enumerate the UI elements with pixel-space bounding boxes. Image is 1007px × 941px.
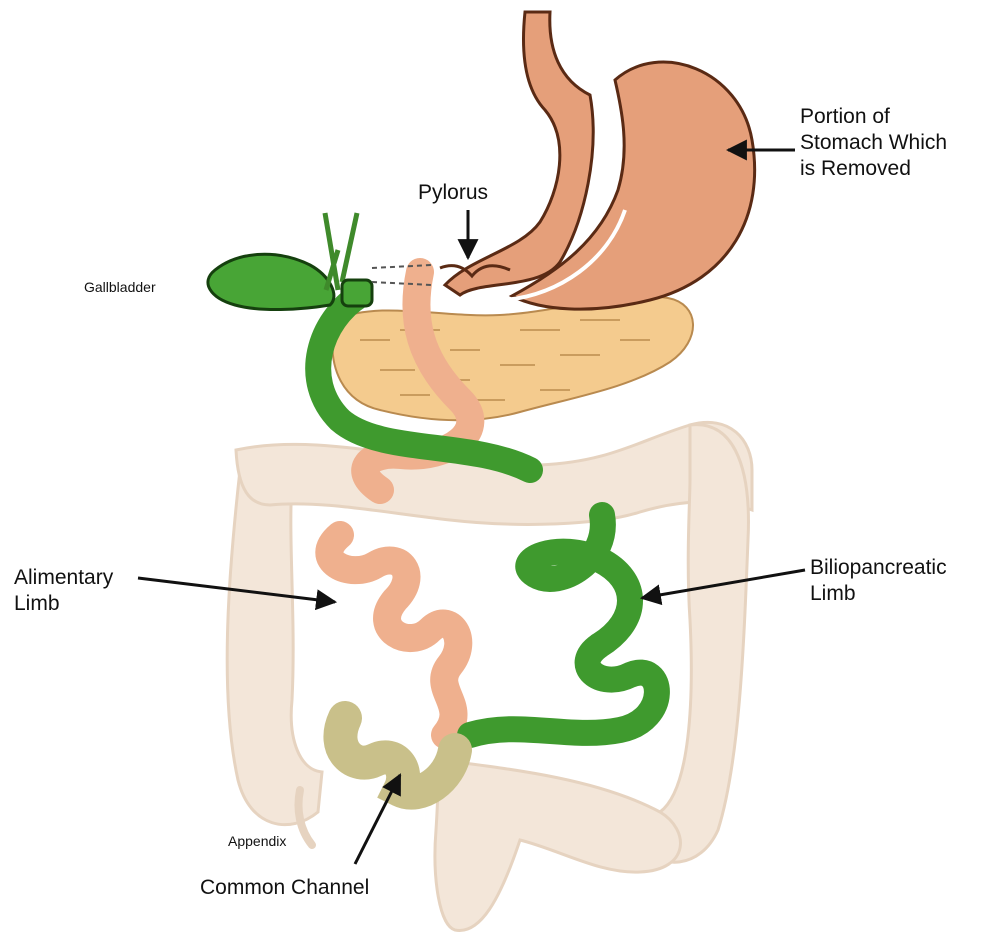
label-pylorus: Pylorus <box>418 180 488 206</box>
gallbladder <box>208 213 432 310</box>
label-biliopancreatic-limb: Biliopancreatic Limb <box>810 555 947 607</box>
label-stomach-removed: Portion of Stomach Which is Removed <box>800 104 947 181</box>
label-alimentary-limb-line-1: Alimentary <box>14 565 113 591</box>
label-stomach-removed-line-2: Stomach Which <box>800 130 947 156</box>
arrow-common-channel <box>355 775 400 864</box>
label-common-channel: Common Channel <box>200 875 369 901</box>
label-appendix: Appendix <box>228 833 286 850</box>
label-stomach-removed-line-1: Portion of <box>800 104 947 130</box>
label-alimentary-limb: Alimentary Limb <box>14 565 113 617</box>
label-gallbladder: Gallbladder <box>84 279 156 296</box>
label-biliopancreatic-limb-line-1: Biliopancreatic <box>810 555 947 581</box>
label-biliopancreatic-limb-line-2: Limb <box>810 581 947 607</box>
label-alimentary-limb-line-2: Limb <box>14 591 113 617</box>
pancreas <box>332 296 693 420</box>
label-stomach-removed-line-3: is Removed <box>800 156 947 182</box>
colon <box>227 422 752 930</box>
